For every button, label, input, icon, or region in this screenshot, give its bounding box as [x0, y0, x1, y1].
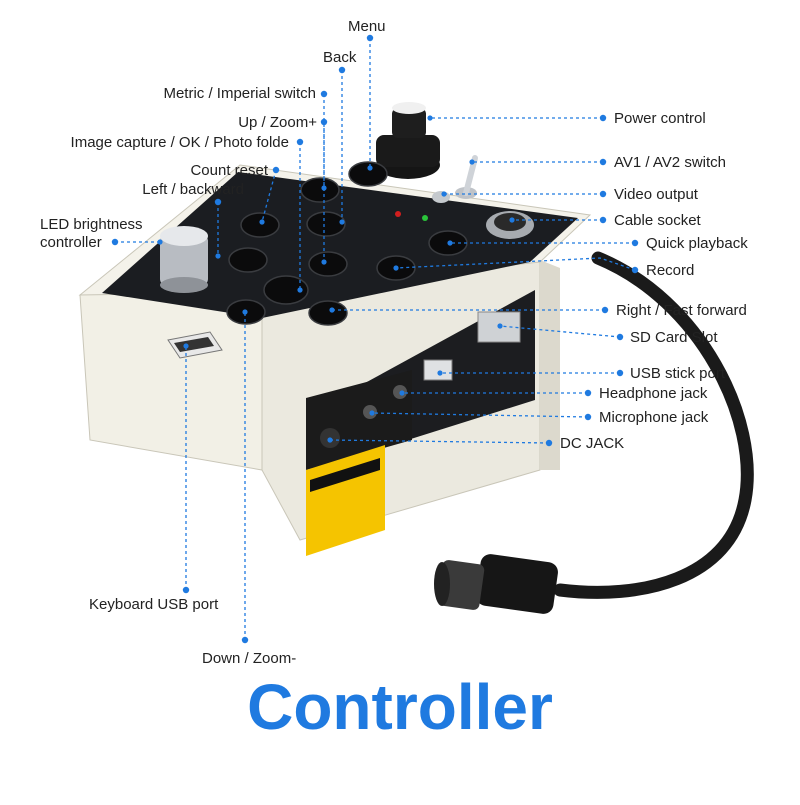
leader-record: [395, 257, 636, 271]
leader-dot-record: [393, 265, 399, 271]
led-brightness-knob: [160, 226, 208, 293]
leader-dot-led: [111, 238, 119, 246]
leader-dot-av: [599, 158, 607, 166]
leader-mic: [371, 412, 589, 418]
leader-dot-metric: [321, 185, 327, 191]
leader-dots: [111, 34, 639, 644]
leader-dot-usb: [616, 369, 624, 377]
leader-dot-power: [427, 115, 433, 121]
leader-dot-headphone: [584, 389, 592, 397]
label-cable-socket: Cable socket: [614, 212, 701, 229]
leader-lines: [115, 38, 636, 640]
label-usb-stick-port: USB stick port: [630, 365, 726, 382]
label-metric-imperial: Metric / Imperial switch: [163, 85, 316, 102]
leader-dot-sd: [497, 323, 503, 329]
leader-dot-mic: [369, 410, 375, 416]
leader-dot-socket: [599, 216, 607, 224]
leader-dot-menu: [367, 165, 373, 171]
leader-reset: [261, 169, 277, 223]
leader-dot-back: [338, 66, 346, 74]
leader-dot-mic: [584, 413, 592, 421]
leader-dot-right: [329, 307, 335, 313]
label-led-controller: controller: [40, 234, 102, 251]
leader-dot-down: [242, 309, 248, 315]
leader-dot-up: [321, 259, 327, 265]
usb-stick-port: [423, 359, 453, 381]
label-keyboard-usb-port: Keyboard USB port: [89, 596, 219, 613]
leader-dot-video: [441, 191, 447, 197]
label-right-fast-forward: Right / Fast forward: [616, 302, 747, 319]
label-sd-card-slot: SD Card Slot: [630, 329, 718, 346]
leader-dot-up: [320, 118, 328, 126]
label-dc-jack: DC JACK: [560, 435, 625, 452]
leader-dot-capture: [297, 287, 303, 293]
label-headphone-jack: Headphone jack: [599, 385, 708, 402]
label-power-control: Power control: [614, 110, 706, 127]
button-reset: [240, 212, 280, 238]
leader-dot-right: [601, 306, 609, 314]
leader-dot-led: [157, 239, 163, 245]
leader-dc: [329, 439, 550, 444]
leader-dot-dc: [327, 437, 333, 443]
keyboard-usb-port: [167, 331, 223, 359]
warning-sticker: [306, 445, 385, 556]
button-right: [308, 300, 348, 326]
cable: [553, 251, 754, 599]
leader-dot-video: [599, 190, 607, 198]
leader-dot-kbd: [183, 343, 189, 349]
leader-dot-dc: [545, 439, 553, 447]
control-panel: [102, 172, 578, 318]
label-av-switch: AV1 / AV2 switch: [614, 154, 726, 171]
leader-dot-record: [631, 266, 639, 274]
leader-dot-left: [214, 198, 222, 206]
power-control-knob: [376, 102, 440, 179]
leader-dot-av: [469, 159, 475, 165]
cable-connector: [434, 554, 558, 614]
leader-sd: [499, 325, 621, 338]
leader-dot-down: [241, 636, 249, 644]
label-count-reset: Count reset: [190, 162, 268, 179]
label-left-backward: Left / backward: [142, 181, 244, 198]
video-output-jack: [432, 191, 450, 203]
leader-dot-sd: [616, 333, 624, 341]
leader-dot-power: [599, 114, 607, 122]
label-up-zoom-plus: Up / Zoom+: [238, 114, 317, 131]
leader-dot-reset: [259, 219, 265, 225]
button-metric: [300, 177, 340, 203]
leader-dot-usb: [437, 370, 443, 376]
button-menu: [348, 161, 388, 187]
status-led-green: [422, 215, 428, 221]
button-ok: [263, 275, 309, 305]
leader-dot-headphone: [399, 390, 405, 396]
leader-dot-back: [339, 219, 345, 225]
label-back: Back: [323, 49, 357, 66]
button-up: [308, 251, 348, 277]
leader-dot-left: [215, 253, 221, 259]
label-microphone-jack: Microphone jack: [599, 409, 709, 426]
leader-dot-capture: [296, 138, 304, 146]
label-led-brightness: LED brightness: [40, 216, 143, 233]
leader-dot-socket: [509, 217, 515, 223]
leader-dot-reset: [272, 166, 280, 174]
label-image-capture: Image capture / OK / Photo folde: [70, 134, 289, 151]
label-video-output: Video output: [614, 186, 698, 203]
button-back: [306, 211, 346, 237]
leader-dot-playback: [631, 239, 639, 247]
label-menu: Menu: [348, 18, 386, 35]
cable-socket: [486, 211, 534, 239]
page-title: Controller: [247, 671, 553, 743]
label-down-zoom-minus: Down / Zoom-: [202, 650, 297, 667]
status-led-red: [395, 211, 401, 217]
label-quick-playback: Quick playback: [646, 235, 748, 252]
leader-dot-kbd: [182, 586, 190, 594]
leader-dot-metric: [320, 90, 328, 98]
button-left: [228, 247, 268, 273]
leader-dot-playback: [447, 240, 453, 246]
label-record: Record: [646, 262, 695, 279]
leader-dot-menu: [366, 34, 374, 42]
av-switch: [455, 155, 478, 199]
